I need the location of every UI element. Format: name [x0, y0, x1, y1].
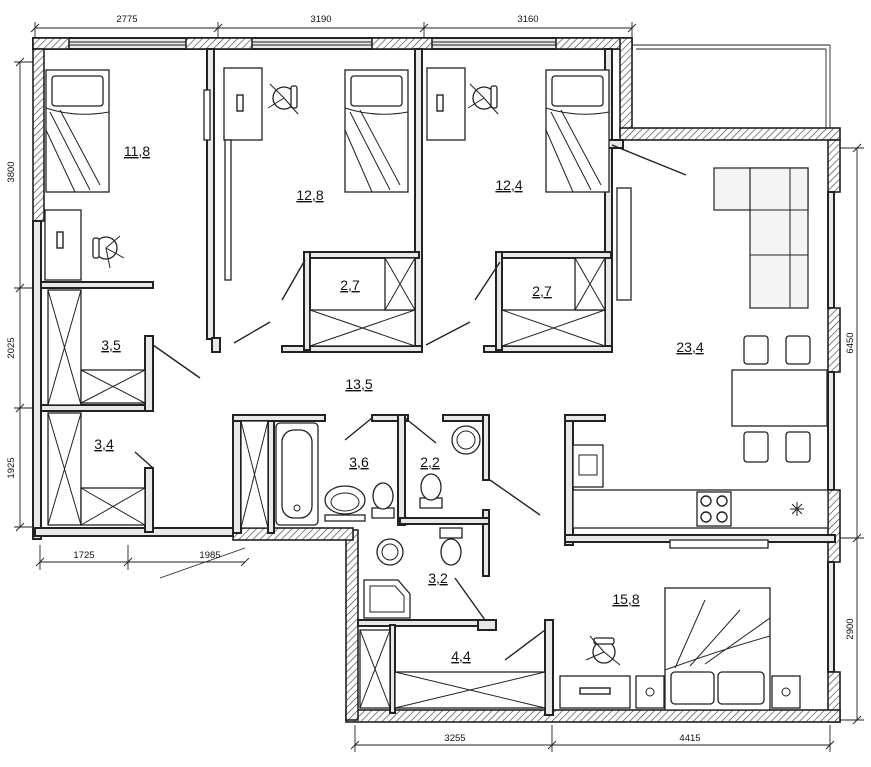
dimension-label: 6450 — [845, 332, 856, 353]
office-chair-icon — [585, 635, 621, 666]
dining-table-icon — [731, 335, 828, 463]
bed-icon — [545, 69, 610, 193]
furniture — [44, 67, 829, 711]
room-area-label: 2,2 — [420, 454, 440, 470]
room-area-label: 2,7 — [532, 283, 552, 299]
dimension-label: 2775 — [116, 14, 137, 25]
room-area-label: 15,8 — [612, 591, 639, 607]
desk-icon — [223, 67, 263, 141]
door-swings — [134, 144, 687, 661]
wardrobe-icon — [359, 629, 546, 709]
room-area-label: 3,5 — [101, 337, 121, 353]
toilet-icon — [419, 473, 443, 509]
room-area-label: 2,7 — [340, 277, 360, 293]
wardrobe-icon — [47, 289, 146, 406]
bed-icon — [45, 69, 110, 193]
dimension-labels: 2775 3190 3160 3800 2025 1925 1725 1985 … — [6, 14, 856, 744]
room-area-label: 3,4 — [94, 436, 114, 452]
room-area-label: 12,8 — [296, 187, 323, 203]
dimension-label: 1925 — [6, 457, 17, 478]
toilet-icon — [439, 527, 463, 566]
dimension-lines — [14, 22, 864, 752]
office-chair-icon — [92, 235, 125, 269]
room-labels: 11,8 12,8 12,4 2,7 2,7 23,4 3,5 3,4 13,5… — [94, 143, 704, 664]
kitchen-counter-icon — [572, 489, 829, 529]
room-area-label: 23,4 — [676, 339, 703, 355]
wardrobe-icon — [501, 257, 606, 347]
bathtub-icon — [275, 422, 319, 526]
sink-icon — [324, 485, 366, 522]
dimension-label: 1725 — [73, 550, 94, 561]
room-area-label: 12,4 — [495, 177, 522, 193]
desk-icon — [426, 67, 466, 141]
wardrobe-icon — [309, 257, 416, 347]
dimension-label: 1985 — [199, 550, 220, 561]
sink-icon — [451, 425, 481, 455]
room-area-label: 3,6 — [349, 454, 369, 470]
room-area-label: 13,5 — [345, 376, 372, 392]
office-chair-icon — [467, 83, 499, 115]
wardrobe-icon — [47, 412, 146, 526]
double-bed-icon — [664, 587, 771, 711]
tv-unit-icon — [616, 187, 632, 301]
shelf-icon — [669, 539, 769, 549]
walls — [32, 37, 841, 723]
desk-icon — [44, 209, 82, 281]
room-area-label: 3,2 — [428, 570, 448, 586]
dimension-label: 2900 — [845, 618, 856, 639]
dimension-label: 3800 — [6, 161, 17, 182]
room-area-label: 11,8 — [124, 143, 150, 159]
office-chair-icon — [267, 83, 299, 115]
sink-icon — [376, 538, 404, 566]
dimension-label: 3255 — [444, 733, 465, 744]
mirror-icon — [203, 89, 211, 141]
sofa-icon — [713, 167, 809, 309]
dimension-label: 3190 — [310, 14, 331, 25]
bed-icon — [344, 69, 409, 193]
sink-icon — [572, 444, 604, 488]
room-area-label: 4,4 — [451, 648, 471, 664]
mirror-icon — [224, 139, 232, 281]
nightstand-icon — [635, 675, 801, 709]
shower-icon — [363, 579, 411, 619]
toilet-icon — [371, 482, 395, 519]
dresser-icon — [559, 675, 631, 709]
dimension-label: 2025 — [6, 337, 17, 358]
dimension-label: 4415 — [679, 733, 700, 744]
wardrobe-icon — [240, 420, 269, 529]
dimension-label: 3160 — [517, 14, 538, 25]
